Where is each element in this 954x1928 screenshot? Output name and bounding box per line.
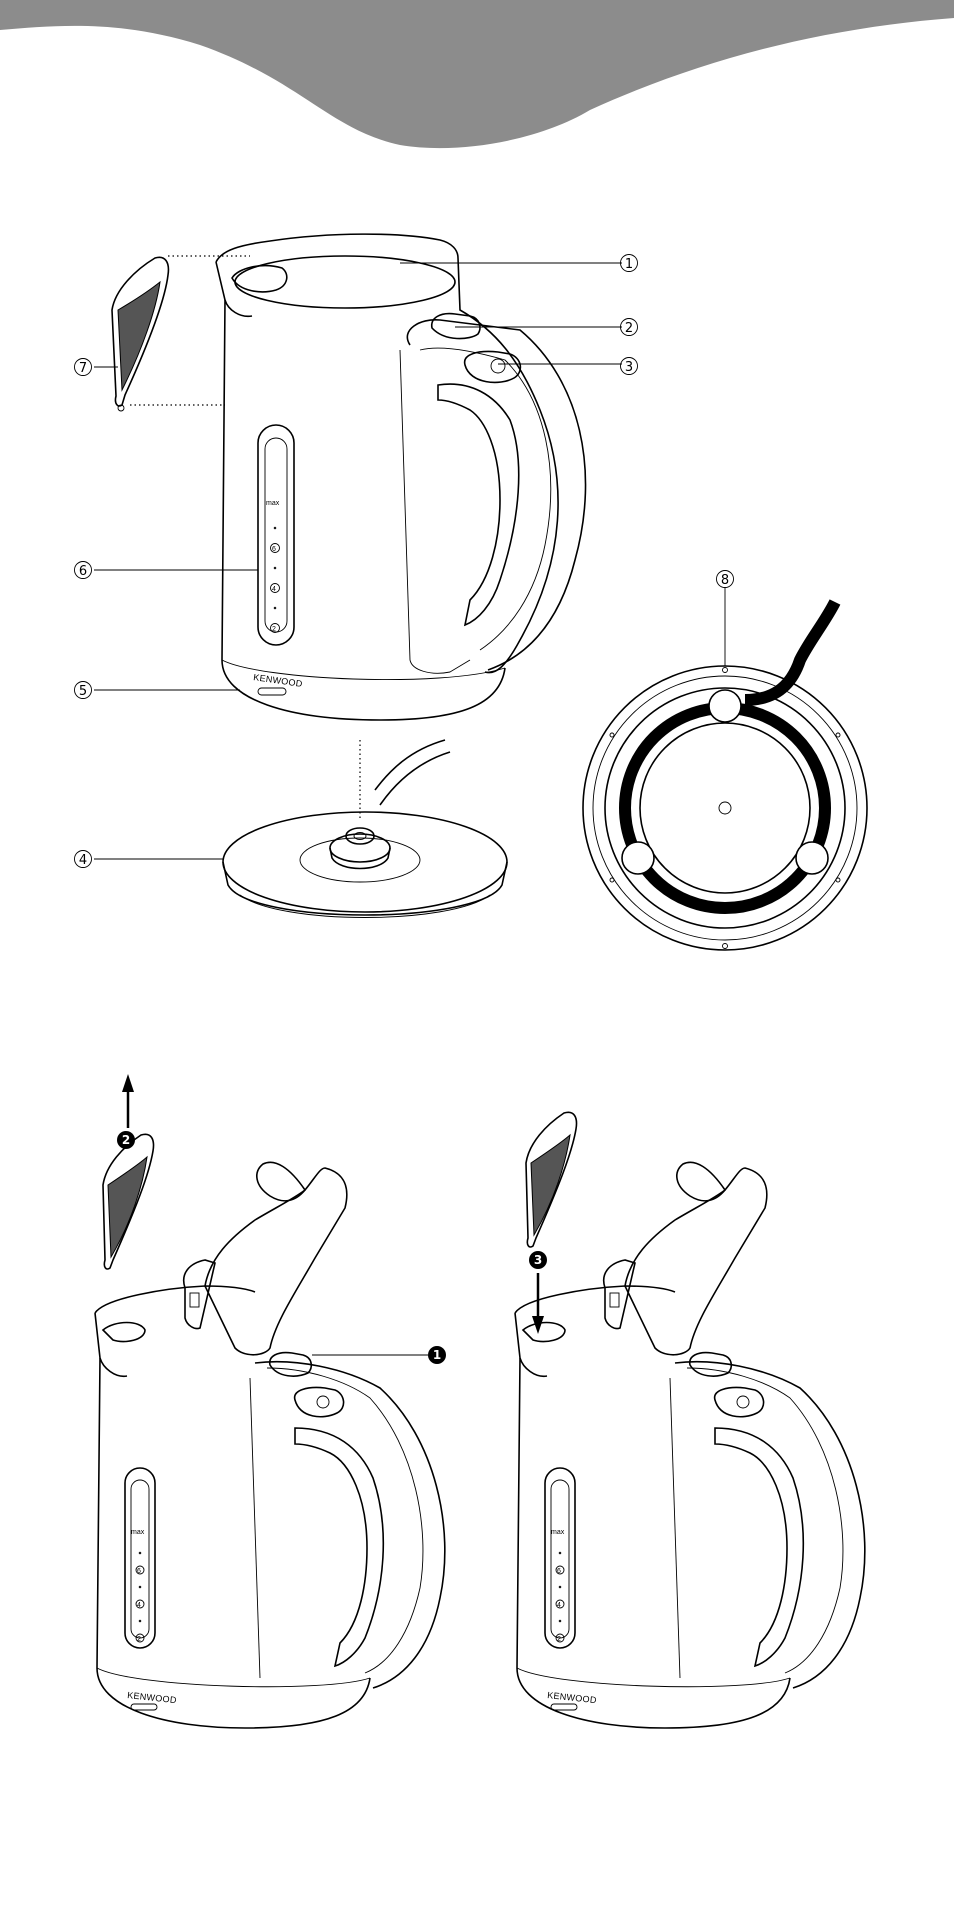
svg-text:6: 6 (79, 564, 87, 579)
svg-text:4: 4 (79, 853, 87, 868)
gauge-mark-2: 2 (272, 626, 276, 633)
callout-6: 6 (75, 562, 92, 580)
brand-label: KENWOOD (253, 672, 304, 689)
callout-1: 1 (621, 255, 638, 273)
callout-3: 3 (621, 358, 638, 376)
callout-5: 5 (75, 682, 92, 700)
step-scene-remove-filter: 2 1 (95, 1074, 446, 1728)
step-scene-insert-filter: 3 (515, 1112, 865, 1728)
step-2-badge: 2 (122, 1133, 130, 1147)
step-1-badge: 1 (433, 1348, 441, 1362)
step-3-badge: 3 (534, 1253, 542, 1267)
svg-text:2: 2 (625, 321, 633, 336)
svg-text:7: 7 (79, 361, 87, 376)
power-base (223, 740, 507, 918)
header-wave (0, 0, 954, 148)
gauge-max-label: max (266, 500, 280, 507)
svg-text:1: 1 (625, 257, 633, 272)
svg-text:8: 8 (721, 573, 729, 588)
svg-text:3: 3 (625, 360, 633, 375)
main-kettle: max 6 4 2 KENWOOD (216, 234, 586, 720)
callout-7: 7 (75, 359, 92, 377)
limescale-filter (112, 257, 168, 411)
callout-4: 4 (75, 851, 92, 869)
callout-2: 2 (621, 319, 638, 337)
gauge-mark-6: 6 (272, 546, 276, 553)
gauge-mark-4: 4 (272, 586, 276, 593)
svg-text:5: 5 (79, 684, 87, 699)
callout-8: 8 (717, 571, 734, 589)
